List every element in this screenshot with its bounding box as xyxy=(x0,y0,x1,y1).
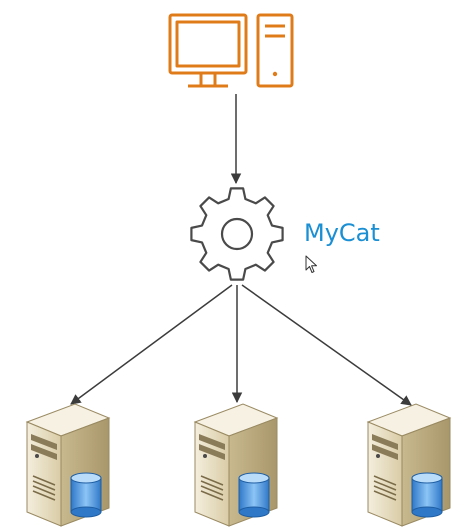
pc-tower-icon xyxy=(256,13,294,88)
database-server-icon xyxy=(194,403,278,527)
database-server-icon xyxy=(367,403,451,527)
mouse-cursor-icon xyxy=(305,255,317,273)
database-server-icon xyxy=(26,403,110,527)
mycat-label: MyCat xyxy=(304,219,380,247)
power-led xyxy=(272,71,278,77)
monitor-icon xyxy=(168,13,248,88)
connector-mycat-to-server-3 xyxy=(241,284,412,406)
connector-mycat-to-server-1 xyxy=(70,284,233,405)
gear-icon xyxy=(190,187,284,281)
